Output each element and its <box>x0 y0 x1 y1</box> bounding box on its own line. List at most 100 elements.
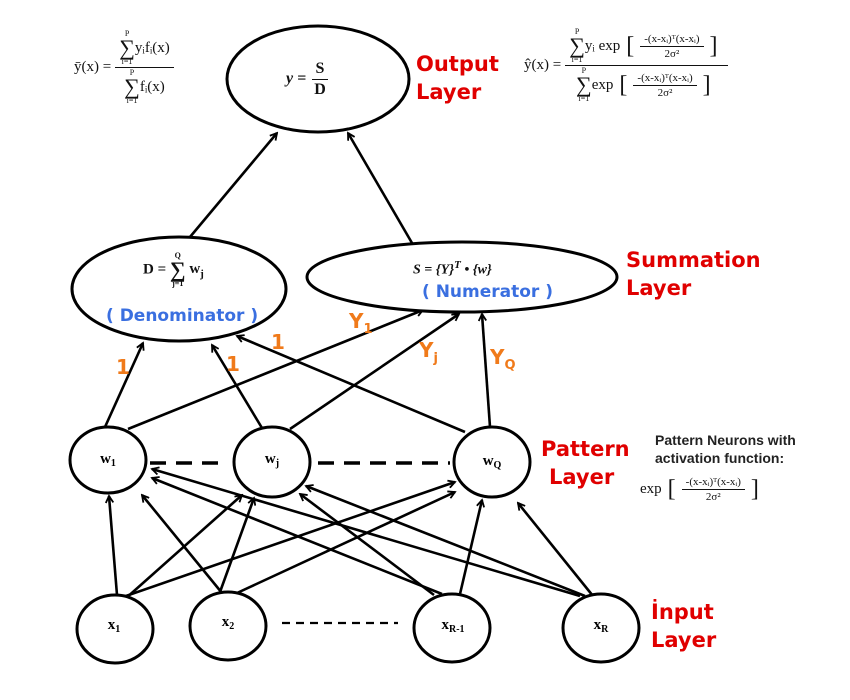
xR-1-base: x <box>441 617 449 633</box>
Yj-base: Y <box>419 338 434 362</box>
formula-left-den-term: fᵢ(x) <box>139 78 165 95</box>
input-node-x1 <box>75 593 155 665</box>
numerator-formula-sup: T <box>454 259 461 271</box>
numerator-node <box>305 240 619 314</box>
numerator-formula: S = {Y}T • {w} <box>413 259 492 279</box>
w1-base: w <box>100 451 111 467</box>
edge-w1-to-num <box>127 310 423 431</box>
w1-sub: 1 <box>110 458 116 469</box>
input-layer-label: İnput Layer <box>651 598 716 654</box>
pattern-label-wQ: wQ <box>483 453 502 471</box>
weight-label-1-wQ: 1 <box>271 330 285 354</box>
weight-label-1-w1: 1 <box>116 355 130 379</box>
input-label-xR: xR <box>594 617 609 635</box>
pattern-label-w1: w1 <box>100 451 116 469</box>
input-label-x1: x1 <box>108 617 121 635</box>
denominator-term: w <box>189 260 201 277</box>
output-layer-label: Output Layer <box>416 50 499 106</box>
xR-1-sub: R-1 <box>448 624 465 635</box>
denominator-node <box>70 235 288 343</box>
bracket-close: ] <box>702 71 711 98</box>
sum-lower-limit: j=1 <box>172 279 184 288</box>
formula-right-num-upper: P <box>574 27 580 36</box>
x2-base: x <box>221 614 230 630</box>
weight-label-Yj: Yj <box>419 338 438 366</box>
input-label-x2: x2 <box>222 614 235 632</box>
formula-right-kernel-den: 2σ² <box>664 47 680 60</box>
weight-label-YQ: YQ <box>490 345 516 373</box>
summation-layer-label-line2: Layer <box>626 276 692 300</box>
bracket-open: [ <box>626 32 635 59</box>
edge-w1-to-den <box>103 343 143 428</box>
formula-left-den-upper: P <box>129 68 135 77</box>
input-node-xR <box>561 592 641 664</box>
numerator-formula-tail: • {w} <box>460 262 492 278</box>
input-layer-label-line1: İnput <box>651 600 714 624</box>
output-layer-label-line1: Output <box>416 52 499 76</box>
bracket-open: [ <box>619 71 628 98</box>
denominator-caption: ( Denominator ) <box>106 306 259 326</box>
formula-left-den-lower: i=1 <box>126 96 138 105</box>
Y1-sub: 1 <box>363 322 373 337</box>
formula-left: ȳ(x) = P∑i=1 yᵢfᵢ(x) P∑i=1 fᵢ(x) <box>74 30 174 105</box>
edges-group <box>103 133 595 600</box>
xR-base: x <box>593 617 602 633</box>
summation-layer-label: Summation Layer <box>626 246 761 302</box>
formula-right-den-kernel-den: 2σ² <box>657 86 673 99</box>
formula-left-lhs: ȳ(x) = <box>74 59 112 75</box>
wj-base: w <box>264 451 276 467</box>
pattern-node-wj <box>232 425 312 499</box>
x1-sub: 1 <box>115 624 121 635</box>
input-node-x2 <box>188 590 268 662</box>
weight-label-Y1: Y1 <box>349 309 373 337</box>
denominator-formula: D = Q∑j=1 wj <box>143 251 204 288</box>
formula-right-num-lower: i=1 <box>571 55 583 64</box>
edge-xR1-to-wj <box>300 494 435 597</box>
YQ-base: Y <box>490 345 505 369</box>
output-formula-lhs: y = <box>286 70 307 88</box>
xR-sub: R <box>601 624 609 635</box>
weight-label-1-wj: 1 <box>226 352 240 376</box>
pattern-activation-prefix: exp <box>640 481 662 497</box>
edge-wQ-to-den <box>237 336 466 434</box>
bracket-open: [ <box>667 476 676 502</box>
bracket-close: ] <box>709 32 718 59</box>
pattern-activation-formula: exp [ -(x-xᵢ)ᵀ(x-xᵢ)2σ² ] <box>640 476 765 503</box>
pattern-layer-label-line2: Layer <box>549 465 615 489</box>
pattern-note: Pattern Neurons with activation function… <box>655 431 796 467</box>
x2-sub: 2 <box>229 621 235 632</box>
sum-upper-limit: Q <box>174 251 181 260</box>
pattern-activation-den: 2σ² <box>705 491 721 503</box>
denominator-formula-lhs: D = <box>143 261 167 278</box>
edge-num-to-output <box>346 133 414 244</box>
formula-right-den-upper: P <box>581 66 587 75</box>
pattern-note-line1: Pattern Neurons with <box>655 432 796 448</box>
denominator-term-sub: j <box>200 267 204 280</box>
formula-left-num-lower: i=1 <box>121 57 133 66</box>
numerator-caption: ( Numerator ) <box>422 282 553 302</box>
pattern-layer-label: Pattern Layer <box>541 435 630 491</box>
edge-wj-to-den <box>210 345 264 429</box>
Y1-base: Y <box>349 309 364 333</box>
edge-x1-to-w1 <box>109 496 119 596</box>
pattern-activation-num: -(x-xᵢ)ᵀ(x-xᵢ) <box>681 476 745 490</box>
edge-den-to-output <box>189 133 277 238</box>
edge-xR-to-wj <box>306 486 586 598</box>
pattern-node-w1 <box>68 425 148 495</box>
edge-xR1-to-wQ <box>458 500 482 595</box>
summation-layer-label-line1: Summation <box>626 248 761 272</box>
edge-x1-to-wQ <box>119 482 455 600</box>
YQ-sub: Q <box>504 358 516 373</box>
formula-right-num-term: yᵢ exp <box>584 37 621 54</box>
Yj-sub: j <box>433 351 438 366</box>
output-formula-num: S <box>311 60 329 80</box>
formula-right-lhs: ŷ(x) = <box>524 57 562 73</box>
output-formula-den: D <box>314 81 326 98</box>
input-node-xR-1 <box>412 592 492 664</box>
output-layer-label-line2: Layer <box>416 80 482 104</box>
edge-x2-to-wj <box>218 498 254 593</box>
edge-wj-to-num <box>289 312 459 431</box>
edge-x2-to-wQ <box>236 492 455 595</box>
edge-xR-to-w1 <box>152 469 581 598</box>
